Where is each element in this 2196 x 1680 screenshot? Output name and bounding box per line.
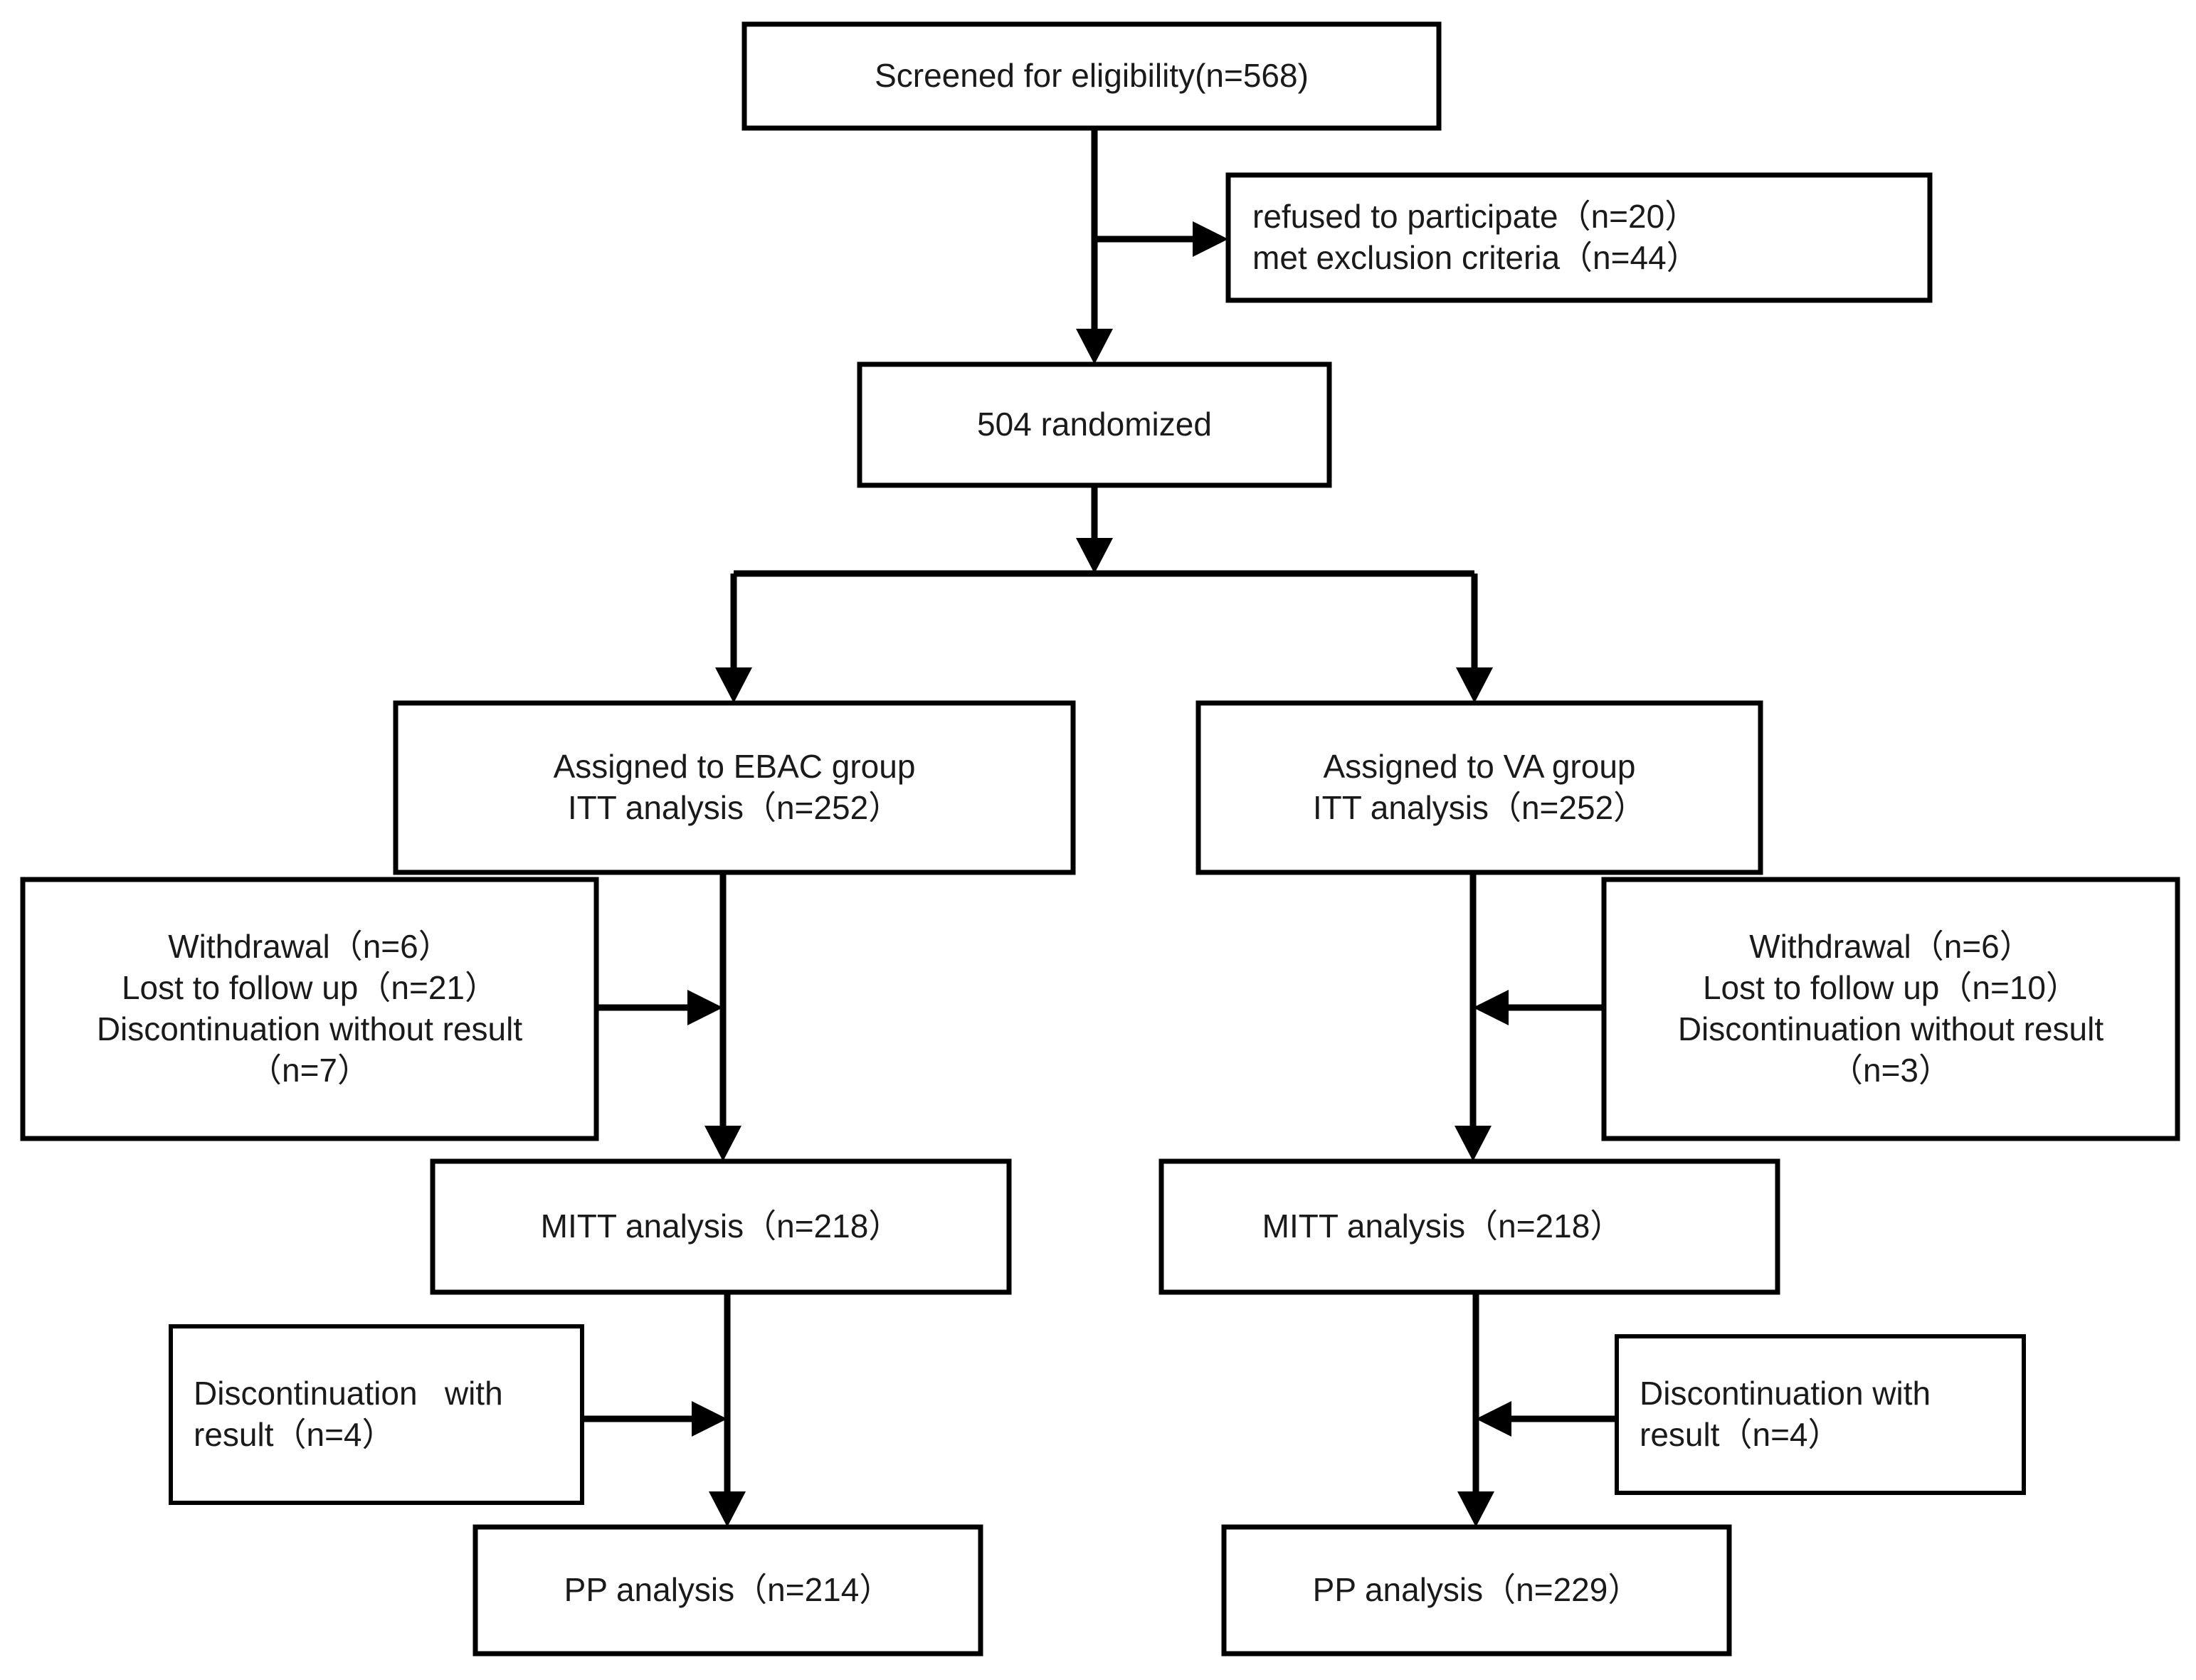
label-assigned-ebac: Assigned to EBAC group ITT analysis（n=25… — [396, 703, 1073, 872]
label-mitt-va-line-1: MITT analysis（n=218） — [1262, 1208, 1623, 1245]
label-excluded-line-2: met exclusion criteria（n=44） — [1252, 239, 1699, 276]
label-excluded: refused to participate（n=20） met exclusi… — [1252, 175, 1921, 300]
label-disc-va-line-1: Discontinuation with — [1640, 1375, 1931, 1412]
box-mitt-va — [1158, 1158, 1780, 1295]
label-pp-ebac: PP analysis（n=214） — [475, 1527, 981, 1654]
label-attrition-va: Withdrawal（n=6） Lost to follow up（n=10） … — [1604, 879, 2177, 1139]
label-attrition-va-line-4: （n=3） — [1830, 1051, 1952, 1089]
box-assigned-va — [1195, 700, 1763, 875]
box-pp-va — [1221, 1524, 1732, 1657]
box-attrition-ebac — [20, 877, 599, 1141]
label-mitt-ebac: MITT analysis（n=218） — [433, 1161, 1009, 1292]
arrowhead-split-in — [1076, 538, 1113, 574]
label-screened-line-1: Screened for eligibility(n=568) — [875, 57, 1309, 95]
label-attrition-ebac: Withdrawal（n=6） Lost to follow up（n=21） … — [23, 879, 596, 1139]
label-screened: Screened for eligibility(n=568) — [744, 24, 1439, 128]
label-attrition-va-line-2: Lost to follow up（n=10） — [1702, 969, 2079, 1007]
label-randomized: 504 randomized — [860, 364, 1329, 485]
label-assigned-ebac-line-1: Assigned to EBAC group — [553, 748, 916, 786]
label-pp-va-line-1: PP analysis（n=229） — [1312, 1571, 1641, 1609]
label-attrition-ebac-line-2: Lost to follow up（n=21） — [121, 969, 498, 1007]
label-disc-va-line-2: result（n=4） — [1640, 1416, 1841, 1453]
box-assigned-ebac — [393, 700, 1076, 875]
box-discontinuation-with-result-ebac — [169, 1324, 584, 1505]
arrowhead-pp-va-in — [1457, 1491, 1494, 1527]
label-mitt-ebac-line-1: MITT analysis（n=218） — [540, 1208, 902, 1245]
label-attrition-va-line-3: Discontinuation without result — [1677, 1010, 2104, 1047]
label-excluded-line-1: refused to participate（n=20） — [1252, 198, 1698, 236]
label-assigned-va-line-1: Assigned to VA group — [1323, 748, 1636, 786]
box-screened — [741, 21, 1442, 131]
arrowhead-pp-ebac-in — [709, 1491, 746, 1527]
label-randomized-line-1: 504 randomized — [977, 406, 1212, 443]
label-attrition-va-line-1: Withdrawal（n=6） — [1749, 928, 2032, 966]
label-assigned-va: Assigned to VA group ITT analysis（n=252） — [1198, 703, 1761, 872]
label-pp-va: PP analysis（n=229） — [1224, 1527, 1729, 1654]
box-excluded — [1225, 172, 1933, 303]
label-disc-ebac-line-2: result（n=4） — [194, 1416, 395, 1453]
box-discontinuation-with-result-va — [1615, 1334, 2026, 1495]
box-mitt-ebac — [430, 1158, 1012, 1295]
box-attrition-va — [1601, 877, 2180, 1141]
label-pp-ebac-line-1: PP analysis（n=214） — [564, 1571, 892, 1609]
arrowhead-disc-ebac-out — [692, 1401, 727, 1437]
arrowhead-mitt-ebac-in — [704, 1126, 741, 1161]
label-attrition-ebac-line-4: （n=7） — [248, 1051, 371, 1089]
arrowhead-disc-va-out — [1476, 1401, 1511, 1437]
label-assigned-ebac-line-2: ITT analysis（n=252） — [567, 789, 902, 826]
label-disc-ebac-line-1: Discontinuation with — [194, 1375, 503, 1412]
label-attrition-ebac-line-1: Withdrawal（n=6） — [168, 928, 451, 966]
label-mitt-va: MITT analysis（n=218） — [1161, 1161, 1723, 1292]
label-assigned-va-line-2: ITT analysis（n=252） — [1312, 789, 1647, 826]
arrowhead-mitt-va-in — [1455, 1126, 1492, 1161]
label-attrition-ebac-line-3: Discontinuation without result — [96, 1010, 523, 1047]
arrowhead-attrition-va-out — [1473, 990, 1509, 1025]
arrowhead-assigned-ebac-in — [715, 667, 752, 703]
label-discontinuation-with-result-va: Discontinuation with result（n=4） — [1640, 1336, 2024, 1493]
arrowhead-assigned-va-in — [1456, 667, 1493, 703]
arrowhead-attrition-ebac-out — [687, 990, 723, 1025]
box-pp-ebac — [473, 1524, 983, 1657]
label-discontinuation-with-result-ebac: Discontinuation with result（n=4） — [194, 1326, 578, 1503]
arrowhead-excluded-in — [1193, 221, 1228, 257]
arrowhead-randomized-in — [1076, 329, 1113, 364]
